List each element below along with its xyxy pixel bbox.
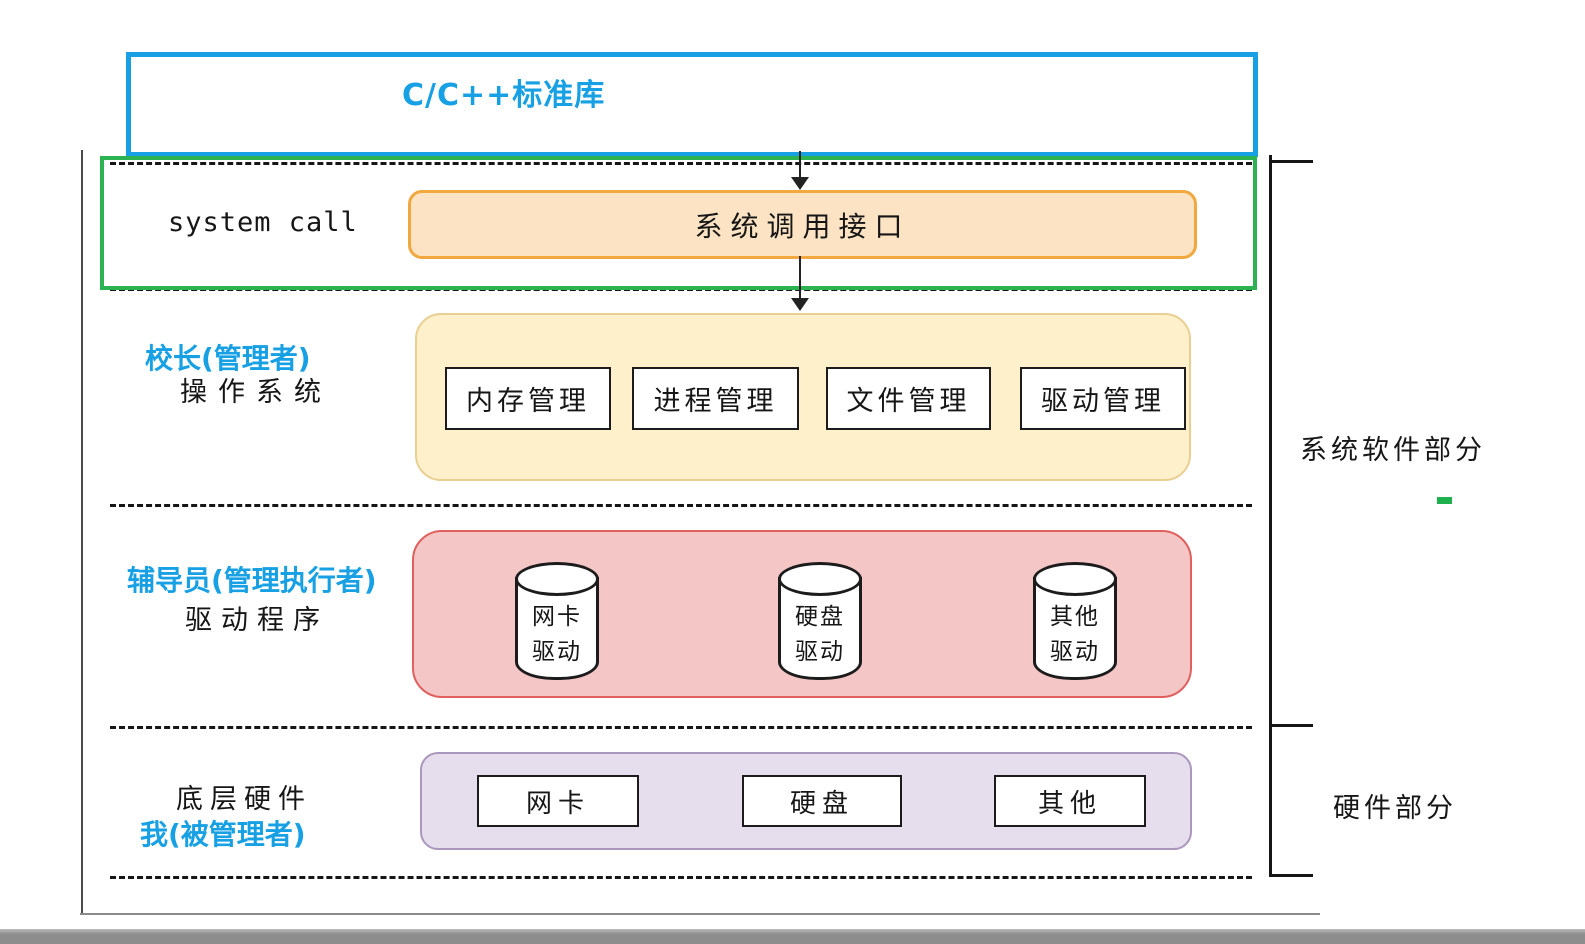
disk-driver-label-line1: 硬盘: [795, 604, 845, 630]
dashed-separator-driver-hardware: [110, 726, 1252, 729]
nic-driver-label-line1: 网卡: [532, 604, 582, 630]
page-left-border: [81, 150, 83, 914]
right-bracket-tick-top: [1269, 160, 1313, 163]
c-library-box: [126, 52, 1258, 157]
disk-driver-label-line2: 驱动: [795, 638, 845, 665]
os-module-driver: 驱动管理: [1020, 367, 1186, 430]
right-bracket-line: [1269, 155, 1272, 877]
arrow-line-syscall-to-os: [799, 256, 801, 299]
dashed-separator-bottom: [110, 876, 1252, 879]
os-role-label: 校长(管理者): [145, 342, 311, 375]
hardware-device-nic: 网卡: [477, 775, 639, 827]
page-bottom-border: [80, 913, 1320, 915]
driver-role-label: 辅导员(管理执行者): [127, 564, 377, 597]
system-call-label: system call: [168, 207, 358, 238]
hardware-device-other: 其他: [994, 775, 1146, 827]
driver-name-label: 驱动程序: [185, 605, 329, 636]
os-module-memory: 内存管理: [445, 367, 611, 430]
disk-driver-cylinder-icon: 硬盘 驱动: [778, 562, 862, 680]
down-arrow-icon: [791, 298, 809, 311]
syscall-interface-label: 系统调用接口: [694, 209, 911, 243]
other-driver-label-line1: 其他: [1050, 604, 1100, 630]
other-driver-cylinder-icon: 其他 驱动: [1033, 562, 1117, 680]
hardware-box: 网卡 硬盘 其他: [420, 752, 1192, 850]
os-module-process: 进程管理: [632, 367, 799, 430]
hardware-name-label: 底层硬件: [176, 784, 312, 815]
hardware-device-disk: 硬盘: [742, 775, 902, 827]
os-name-label: 操作系统: [180, 377, 332, 408]
dashed-separator-top: [110, 162, 1252, 165]
dashed-separator-os-driver: [110, 504, 1252, 507]
green-dash-mark: [1437, 497, 1452, 504]
hardware-part-label: 硬件部分: [1333, 793, 1457, 824]
driver-box: 网卡 驱动 硬盘 驱动 其他 驱动: [412, 530, 1192, 698]
os-module-file: 文件管理: [826, 367, 991, 430]
nic-driver-label-line2: 驱动: [532, 638, 582, 665]
down-arrow-icon: [791, 177, 809, 190]
nic-driver-cylinder-icon: 网卡 驱动: [515, 562, 599, 680]
os-box: 内存管理 进程管理 文件管理 驱动管理: [415, 313, 1191, 481]
c-library-label: C/C++标准库: [402, 78, 606, 113]
right-bracket-tick-middle: [1269, 724, 1313, 727]
syscall-interface-box: 系统调用接口: [408, 190, 1197, 259]
right-bracket-tick-bottom: [1269, 874, 1313, 877]
arrow-line-library-to-syscall: [799, 151, 801, 178]
system-call-section-box: [100, 156, 1257, 290]
bottom-bar: [0, 929, 1585, 944]
other-driver-label-line2: 驱动: [1050, 638, 1100, 665]
hardware-role-label: 我(被管理者): [140, 818, 306, 851]
software-part-label: 系统软件部分: [1300, 435, 1486, 466]
